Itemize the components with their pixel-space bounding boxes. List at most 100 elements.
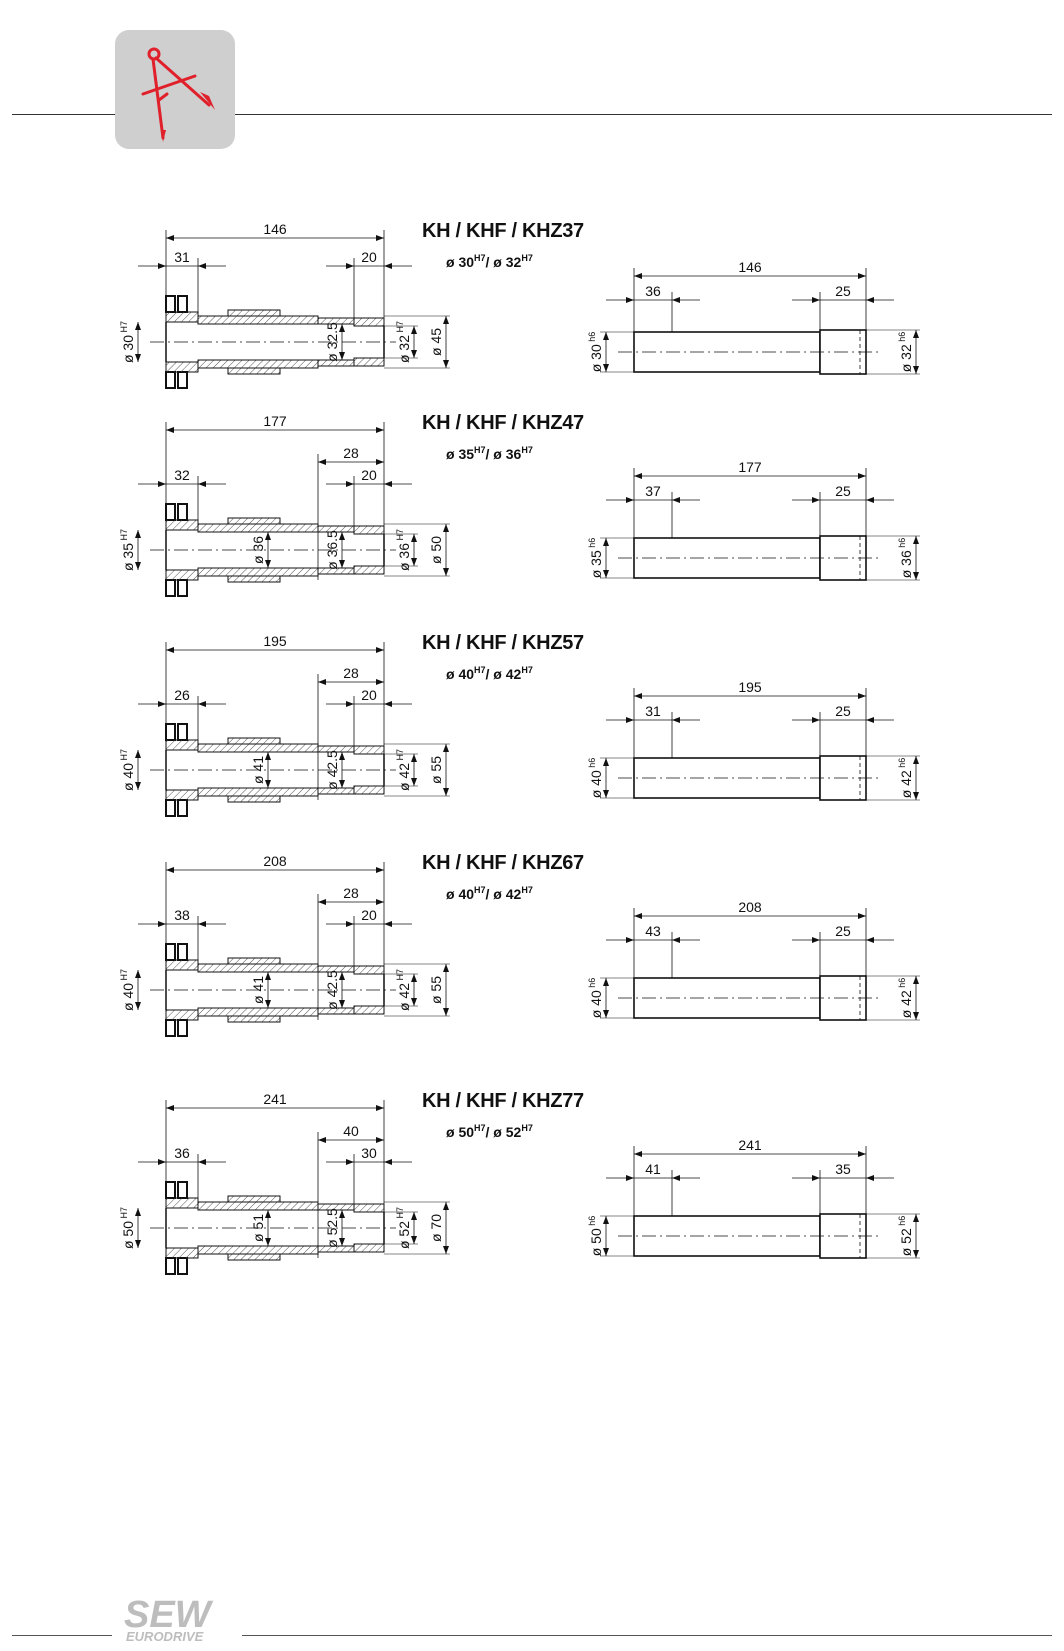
shaft-wall: [353, 1243, 385, 1253]
dim-total-length: 241: [263, 1091, 287, 1107]
arrowhead: [913, 976, 919, 984]
arrowhead: [265, 1210, 271, 1218]
ring: [165, 579, 176, 597]
arrowhead: [376, 459, 384, 465]
dim-shaft-diameter: ø 40 h6: [587, 978, 604, 1019]
arrowhead: [812, 297, 820, 303]
arrowhead: [135, 354, 141, 362]
arrowhead: [376, 899, 384, 905]
ring: [165, 503, 176, 521]
dim-collar-diameter: ø 32 h6: [897, 332, 914, 373]
arrowhead: [866, 297, 874, 303]
ring: [177, 1257, 188, 1275]
arrowhead: [443, 360, 449, 368]
shaft-wall: [197, 567, 319, 577]
arrowhead: [339, 1210, 345, 1218]
arrowhead: [812, 717, 820, 723]
arrowhead: [411, 326, 417, 334]
shaft-wall: [165, 1009, 199, 1021]
arrowhead: [376, 1137, 384, 1143]
arrowhead: [411, 974, 417, 982]
dim-collar-diameter-tolerance: h6: [897, 758, 907, 771]
arrowhead: [634, 473, 642, 479]
arrowhead: [913, 1012, 919, 1020]
arrowhead: [603, 790, 609, 798]
dim-shaft-diameter: ø 50 h6: [587, 1216, 604, 1257]
arrowhead: [346, 481, 354, 487]
shaft-wall: [227, 795, 281, 803]
dim-end-diameter-tolerance: H7: [395, 529, 405, 543]
arrowhead: [384, 481, 392, 487]
shaft-wall: [165, 1247, 199, 1259]
arrowhead: [339, 1238, 345, 1246]
arrowhead: [265, 752, 271, 760]
arrowhead: [634, 913, 642, 919]
dim-end-diameter: ø 42 H7: [395, 749, 412, 791]
dim-shaft-diameter-tolerance: h6: [587, 978, 597, 991]
arrowhead: [443, 1202, 449, 1210]
arrowhead: [626, 1175, 634, 1181]
arrowhead: [443, 964, 449, 972]
shaft-wall: [165, 739, 199, 751]
arrowhead: [812, 937, 820, 943]
arrowhead: [603, 364, 609, 372]
dim-relief-diameter: ø 52.5: [324, 1208, 340, 1248]
dim-collar-diameter-tolerance: h6: [897, 332, 907, 345]
arrowhead: [166, 235, 174, 241]
ring: [165, 371, 176, 389]
dim-outer-diameter: ø 50: [428, 536, 444, 564]
shaft-wall: [197, 787, 319, 797]
dim-shaft-right: 35: [835, 1161, 851, 1177]
section-title: KH / KHF / KHZ67: [422, 852, 584, 874]
arrowhead: [603, 538, 609, 546]
arrowhead: [166, 867, 174, 873]
ring: [177, 1181, 188, 1199]
arrowhead: [672, 1175, 680, 1181]
shaft-wall: [165, 311, 199, 323]
dim-collar-diameter-tolerance: h6: [897, 978, 907, 991]
arrowhead: [158, 1159, 166, 1165]
ring: [177, 799, 188, 817]
arrowhead: [443, 744, 449, 752]
arrowhead: [866, 717, 874, 723]
arrowhead: [603, 978, 609, 986]
arrowhead: [135, 1002, 141, 1010]
dim-end-diameter-tolerance: H7: [395, 1207, 405, 1221]
shaft-wall: [353, 965, 385, 975]
arrowhead: [672, 497, 680, 503]
arrowhead: [858, 1151, 866, 1157]
shaft-wall: [227, 517, 281, 525]
shaft-wall: [197, 359, 319, 369]
arrowhead: [265, 560, 271, 568]
dim-relief-diameter: ø 32.5: [324, 322, 340, 362]
arrowhead: [672, 717, 680, 723]
section-subtitle: ø 50H7/ ø 52H7: [446, 1123, 533, 1140]
dim-outer-diameter: ø 45: [428, 328, 444, 356]
dim-shaft-diameter-tolerance: h6: [587, 1216, 597, 1229]
dim-total-length: 177: [263, 413, 287, 429]
dim-outer-diameter: ø 70: [428, 1214, 444, 1242]
dim-end-diameter: ø 52 H7: [395, 1207, 412, 1249]
shaft-wall: [197, 523, 319, 533]
arrowhead: [866, 497, 874, 503]
dim-bore-diameter-tolerance: H7: [119, 321, 129, 335]
dim-mid-diameter: ø 41: [250, 976, 266, 1004]
shaft-wall: [165, 959, 199, 971]
arrowhead: [411, 778, 417, 786]
section-title: KH / KHF / KHZ57: [422, 632, 584, 654]
arrowhead: [135, 530, 141, 538]
section-title: KH / KHF / KHZ77: [422, 1090, 584, 1112]
arrowhead: [346, 921, 354, 927]
dim-left-bore: 38: [174, 907, 190, 923]
dim-shaft-right: 25: [835, 283, 851, 299]
arrowhead: [339, 1000, 345, 1008]
arrowhead: [672, 297, 680, 303]
arrowhead: [866, 1175, 874, 1181]
arrowhead: [443, 1008, 449, 1016]
dim-total-length: 195: [263, 633, 287, 649]
arrowhead: [166, 427, 174, 433]
arrowhead: [603, 570, 609, 578]
arrowhead: [265, 780, 271, 788]
dim-outer-diameter: ø 55: [428, 976, 444, 1004]
